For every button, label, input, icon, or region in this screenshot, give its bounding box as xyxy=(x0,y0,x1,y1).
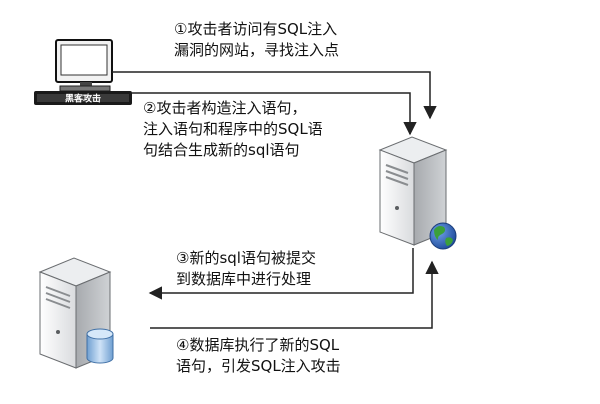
step-1-line-1: ①攻击者访问有SQL注入 xyxy=(174,20,338,38)
arrow-step-2 xyxy=(132,92,417,136)
arrow-step-3 xyxy=(148,248,414,300)
step-3-label: ③新的sql语句被提交 到数据库中进行处理 xyxy=(176,248,316,290)
step-4-label: ④数据库执行了新的SQL 语句，引发SQL注入攻击 xyxy=(176,335,341,377)
step-2-line-1: ②攻击者构造注入语句， xyxy=(143,99,307,117)
step-2-label: ②攻击者构造注入语句， 注入语句和程序中的SQL语 句结合生成新的sql语句 xyxy=(143,98,323,161)
web-server-icon xyxy=(378,136,448,246)
arrow-step-4 xyxy=(150,260,439,329)
step-2-line-2: 注入语句和程序中的SQL语 xyxy=(143,120,323,138)
globe-icon xyxy=(429,222,457,250)
database-server-icon xyxy=(38,257,112,369)
step-2-line-3: 句结合生成新的sql语句 xyxy=(143,141,300,159)
attacker-computer-icon: 黑客攻击 xyxy=(34,39,132,105)
arrow-step-1 xyxy=(112,71,437,120)
step-3-line-1: ③新的sql语句被提交 xyxy=(176,249,316,267)
step-3-line-2: 到数据库中进行处理 xyxy=(176,270,312,288)
step-1-label: ①攻击者访问有SQL注入 漏洞的网站，寻找注入点 xyxy=(174,19,339,61)
database-cylinder-icon xyxy=(86,328,114,364)
step-4-line-2: 语句，引发SQL注入攻击 xyxy=(176,357,341,375)
keyboard-label: 黑客攻击 xyxy=(65,93,101,104)
step-1-line-2: 漏洞的网站，寻找注入点 xyxy=(174,41,340,59)
step-4-line-1: ④数据库执行了新的SQL xyxy=(176,336,340,354)
